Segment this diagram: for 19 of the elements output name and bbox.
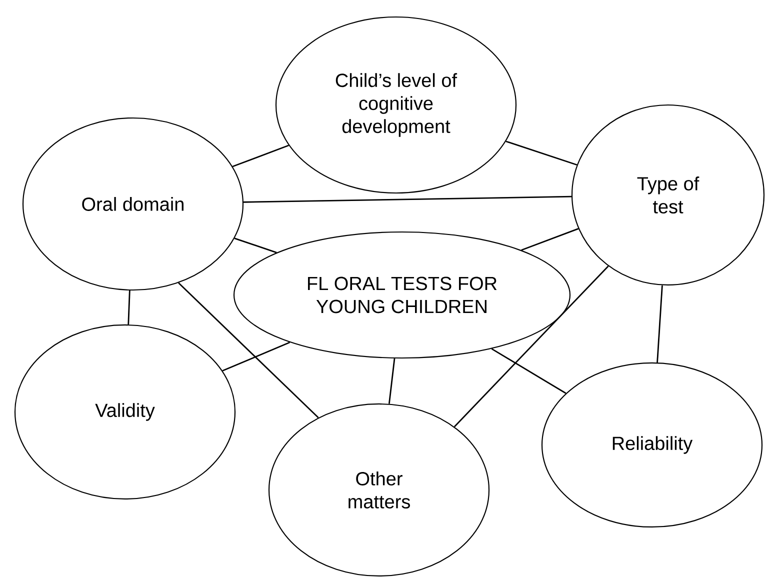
connector-line bbox=[491, 348, 566, 394]
connector-line bbox=[656, 285, 663, 363]
connector-line bbox=[506, 140, 578, 166]
ellipse-node: Child’s level of cognitive development bbox=[275, 16, 517, 194]
connector-line bbox=[388, 358, 396, 404]
ellipse-node: Validity bbox=[14, 324, 236, 500]
connector-line bbox=[232, 144, 289, 168]
ellipse-node: Other matters bbox=[268, 403, 490, 577]
connector-line bbox=[178, 282, 319, 418]
connector-line bbox=[454, 266, 609, 428]
ellipse-node: Oral domain bbox=[22, 117, 244, 291]
connector-line bbox=[521, 228, 579, 251]
ellipse-node: Reliability bbox=[541, 362, 763, 528]
connector-line bbox=[234, 238, 277, 254]
connector-line bbox=[128, 290, 130, 324]
ellipse-node: Type of test bbox=[571, 104, 765, 286]
connector-line bbox=[244, 196, 572, 203]
ellipse-node: FL ORAL TESTS FOR YOUNG CHILDREN bbox=[233, 231, 571, 359]
connector-line bbox=[222, 342, 290, 372]
